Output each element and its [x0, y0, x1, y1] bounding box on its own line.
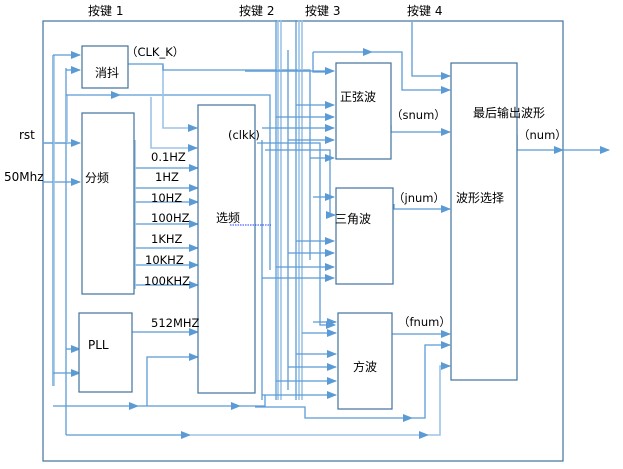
num-signal-label: （num）: [518, 128, 567, 142]
freq-label: 10KHZ: [145, 253, 184, 267]
wires: [43, 20, 610, 439]
key3-label: 按键 3: [305, 4, 340, 18]
freq-label: 100HZ: [151, 211, 190, 225]
jnum-wire: [393, 204, 451, 213]
freq-label: 100KHZ: [144, 274, 190, 288]
sine-block: 正弦波: [335, 62, 392, 160]
triangle-label: 三角波: [335, 212, 371, 226]
jnum-signal-label: （jnum）: [393, 191, 445, 205]
square-block: 方波: [337, 312, 393, 410]
sine-label: 正弦波: [340, 89, 376, 104]
freq-label: 0.1HZ: [151, 150, 186, 164]
square-label: 方波: [353, 359, 377, 374]
clkk-signal-label: (clkk): [228, 128, 260, 142]
fnum-signal-label: （fnum）: [398, 315, 451, 329]
final-output-label: 最后输出波形: [473, 105, 545, 120]
freq-select-label: 选频: [216, 211, 240, 225]
outer-frame: [42, 20, 564, 462]
key2-label: 按键 2: [239, 4, 274, 18]
divider-block: 分频: [81, 112, 135, 295]
key1-label: 按键 1: [88, 4, 123, 18]
snum-signal-label: （snum）: [391, 108, 446, 122]
freq-label: 1KHZ: [151, 232, 183, 246]
clk-k-signal-label: （CLK_K）: [126, 45, 184, 59]
wave-select-label: 波形选择: [456, 191, 504, 205]
triangle-block: 三角波: [335, 187, 394, 285]
rst-label: rst: [19, 128, 35, 142]
snum-wire: [390, 125, 451, 136]
clk-input-label: 50Mhz: [4, 170, 44, 184]
debounce-label: 消抖: [95, 66, 119, 80]
divider-label: 分频: [85, 171, 109, 185]
debounce-block: 消抖: [81, 45, 129, 89]
freq-label: 10HZ: [151, 191, 182, 205]
pll-block: PLL: [78, 312, 133, 393]
pll-label: PLL: [88, 338, 109, 352]
freq-label: 1HZ: [155, 170, 179, 184]
wave-select-block: 最后输出波形 波形选择: [450, 62, 545, 381]
freq-select-block: 选频: [197, 104, 271, 394]
key4-label: 按键 4: [407, 4, 442, 18]
pll-output-label: 512MHZ: [151, 316, 200, 330]
